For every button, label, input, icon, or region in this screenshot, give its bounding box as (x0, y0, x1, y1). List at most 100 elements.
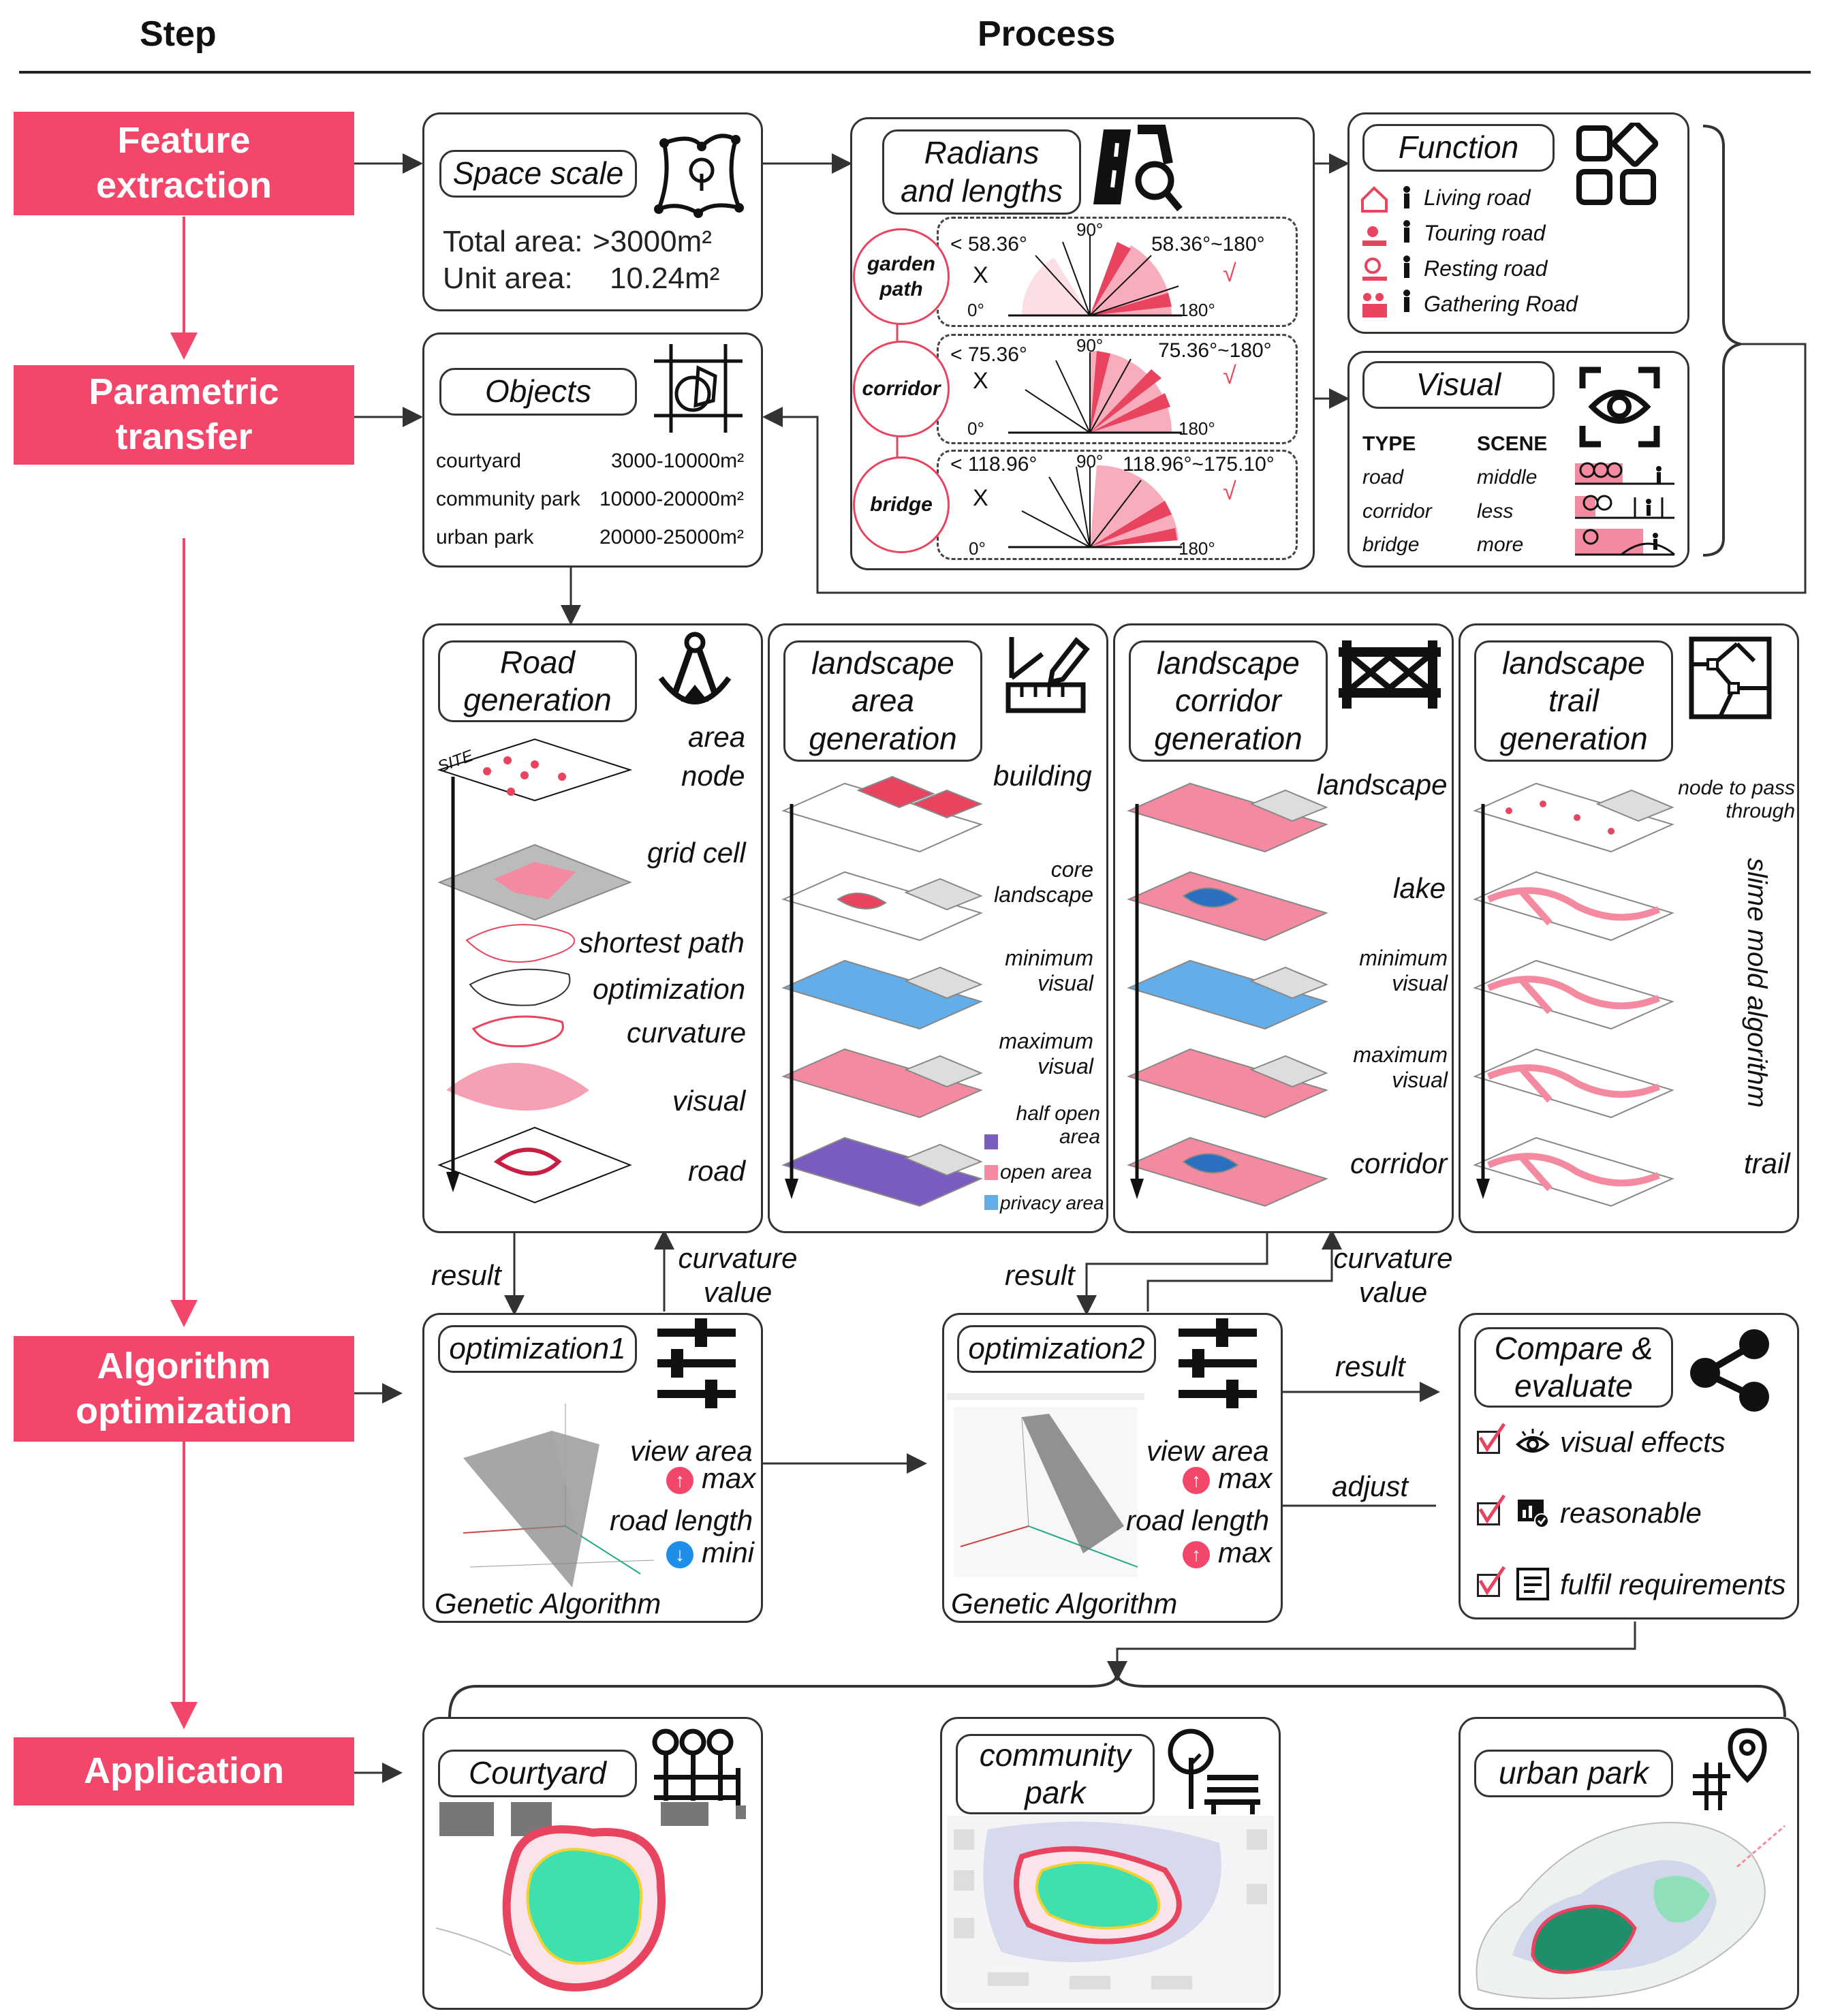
function-pictograms (1361, 186, 1410, 317)
garden-check: √ (1223, 259, 1236, 287)
courtyard-title: Courtyard (438, 1750, 637, 1797)
optimization1-title: optimization1 (438, 1325, 637, 1373)
result-label-3: result (1335, 1350, 1405, 1382)
area-label-building: building (993, 760, 1092, 792)
privacy-area-swatch (984, 1195, 998, 1210)
visual-bridge-type: bridge (1362, 533, 1420, 556)
road-label-visual: visual (672, 1085, 746, 1117)
opt1-road-dir: mini (702, 1536, 755, 1568)
bridge-180: 180° (1179, 538, 1215, 559)
chart-check-icon (1518, 1500, 1549, 1528)
process-header: Process (978, 14, 1116, 54)
sliders-icon-2 (1179, 1318, 1257, 1408)
opt1-footer: Genetic Algorithm (435, 1587, 661, 1619)
fence-icon (1339, 640, 1441, 709)
bridge-x: X (973, 485, 988, 511)
step-application: Application (14, 1737, 354, 1805)
corridor-check: √ (1223, 361, 1236, 389)
visual-col-scene: SCENE (1477, 433, 1548, 455)
tree-bench-icon (1168, 1728, 1260, 1814)
eye-scan-icon (1579, 367, 1660, 448)
corridor-layers-illustration (1127, 782, 1328, 1207)
urban-park-title: urban park (1474, 1750, 1673, 1797)
compare-requirements: fulfil requirements (1560, 1568, 1786, 1600)
object-community-name: community park (436, 488, 580, 510)
garden-180: 180° (1179, 300, 1215, 320)
adjust-label: adjust (1332, 1470, 1409, 1502)
step-parametric-transfer: Parametric transfer (14, 365, 354, 465)
trail-label-slime: slime mold algorithm (1741, 858, 1772, 1108)
function-touring: Touring road (1424, 221, 1546, 245)
visual-corridor-type: corridor (1362, 500, 1432, 523)
community-park-plan (947, 1816, 1274, 2003)
eye-icon (1516, 1429, 1550, 1453)
ga-plot-1 (463, 1404, 655, 1587)
corridor-generation-title: landscape corridor generation (1129, 640, 1328, 762)
opt2-road-dir: max (1218, 1536, 1273, 1568)
community-park-title: community park (956, 1734, 1155, 1814)
opt2-view-up-icon: ↑ (1183, 1467, 1210, 1494)
optimization2-title: optimization2 (957, 1325, 1156, 1373)
check-marks (1478, 1423, 1506, 1596)
checkbox-requirements (1477, 1574, 1500, 1597)
fan-bridge (1008, 465, 1182, 548)
map-outline-icon (654, 134, 744, 218)
bridge-0: 0° (969, 538, 986, 559)
checkbox-reasonable (1477, 1502, 1500, 1525)
road-label-road: road (688, 1155, 746, 1187)
object-urban-name: urban park (436, 526, 534, 548)
trees-fence-icon (652, 1728, 740, 1805)
total-area-value: >3000m² (593, 225, 712, 258)
apps-icon (1576, 123, 1659, 205)
fan-corridor (1008, 351, 1182, 434)
total-area-label: Total area: (443, 225, 583, 258)
corridor-180: 180° (1179, 418, 1215, 439)
map-pin-icon (1693, 1728, 1767, 1810)
space-scale-title: Space scale (439, 150, 637, 198)
object-courtyard-name: courtyard (436, 450, 522, 472)
area-label-open: open area (1000, 1161, 1093, 1183)
trail-generation-title: landscape trail generation (1474, 640, 1673, 762)
visual-col-type: TYPE (1362, 433, 1416, 455)
result-label-2: result (1005, 1259, 1075, 1291)
result-label-1: result (431, 1259, 501, 1291)
ruler-pencil-icon (1005, 636, 1090, 713)
opt2-footer: Genetic Algorithm (951, 1587, 1178, 1619)
step-feature-extraction: Feature extraction (14, 112, 354, 215)
bridge-90: 90° (1076, 451, 1104, 471)
trail-label-node: node to pass through (1678, 777, 1795, 822)
object-courtyard-range: 3000-10000m² (611, 450, 745, 472)
function-gathering: Gathering Road (1424, 292, 1578, 316)
corridor-label-max: maximum visual (1353, 1042, 1448, 1092)
garden-accept: 58.36°~180° (1151, 233, 1265, 255)
function-title: Function (1362, 124, 1555, 172)
area-label-privacy: privacy area (1000, 1192, 1104, 1213)
compare-reasonable: reasonable (1560, 1497, 1702, 1529)
opt1-view-up-icon: ↑ (666, 1467, 693, 1494)
objects-title: Objects (439, 368, 637, 416)
radian-circle-corridor: corridor (853, 341, 950, 437)
visual-road-scene: middle (1477, 466, 1538, 489)
opt1-view-label: view area (630, 1435, 753, 1467)
opt2-view-dir: max (1218, 1462, 1273, 1494)
function-living: Living road (1424, 185, 1531, 210)
area-layers-illustration (781, 775, 983, 1207)
half-open-swatch (984, 1134, 998, 1149)
road-label-shortest: shortest path (579, 927, 745, 959)
bridge-check: √ (1223, 477, 1236, 505)
visual-road-type: road (1362, 466, 1404, 489)
radian-circle-bridge: bridge (853, 456, 950, 553)
urban-park-plan (1476, 1822, 1785, 2000)
trail-label-trail: trail (1744, 1147, 1790, 1179)
ga-plot-2 (947, 1393, 1144, 1577)
unit-area-label: Unit area: (443, 262, 573, 295)
checklist-icon (1516, 1568, 1549, 1600)
road-label-optimization: optimization (593, 973, 746, 1005)
curvature-value-label-2: curvature value (1333, 1242, 1453, 1309)
area-label-max: maximum visual (999, 1029, 1093, 1079)
road-layers-illustration (437, 738, 633, 1204)
corridor-label-corridor: corridor (1350, 1147, 1448, 1179)
visual-scene-pictograms (1575, 462, 1675, 556)
radians-title: Radians and lengths (882, 129, 1081, 215)
